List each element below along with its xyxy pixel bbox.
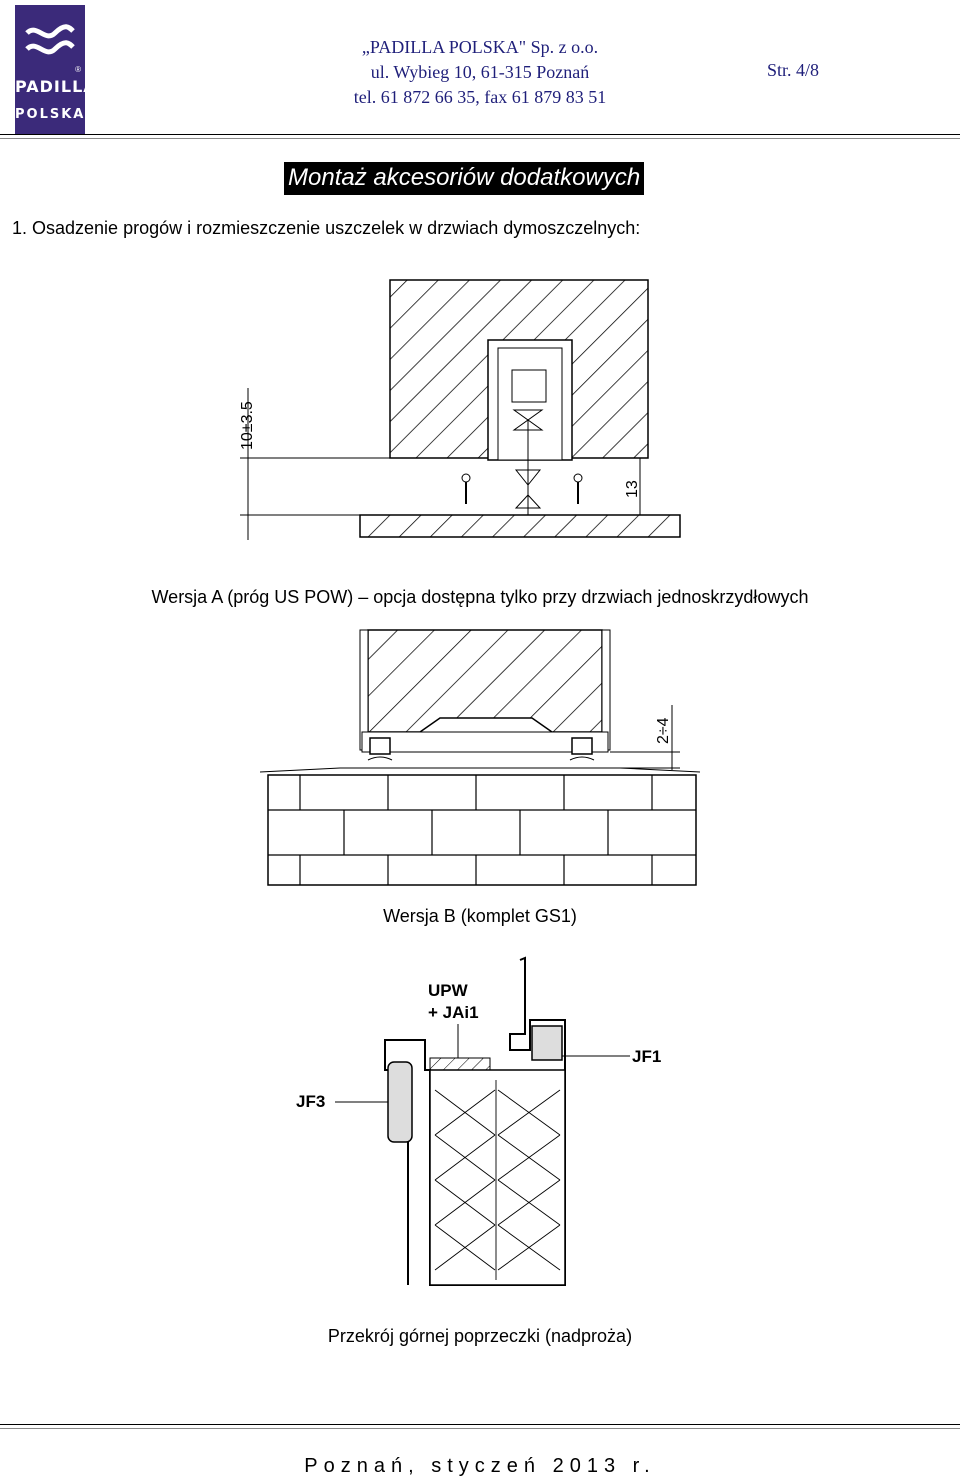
company-name: „PADILLA POLSKA" Sp. z o.o. bbox=[361, 37, 599, 57]
label-jf1: JF1 bbox=[632, 1047, 661, 1066]
figure-b-drawing: 2÷4 bbox=[260, 629, 701, 886]
page-number: Str. 4/8 bbox=[767, 60, 820, 80]
figure-c-caption: Przekrój górnej poprzeczki (nadproża) bbox=[327, 1326, 633, 1346]
footer-divider-thin bbox=[0, 1428, 960, 1429]
registered-mark: ® bbox=[75, 65, 81, 74]
footer-divider bbox=[0, 1424, 960, 1425]
footer-text: Poznań, styczeń 2013 r. bbox=[304, 1455, 656, 1477]
company-address: ul. Wybieg 10, 61-315 Poznań bbox=[370, 62, 590, 82]
label-jf3: JF3 bbox=[296, 1092, 325, 1111]
wave-icon bbox=[25, 24, 75, 55]
header-divider bbox=[0, 134, 960, 135]
company-logo: ® PADILLA POLSKA bbox=[15, 5, 97, 135]
figure-a-caption: Wersja A (próg US POW) – opcja dostępna … bbox=[151, 587, 809, 607]
dimension-label-left: 10±3.5 bbox=[239, 401, 256, 450]
dimension-label-b: 2÷4 bbox=[655, 717, 672, 744]
figure-b-caption: Wersja B (komplet GS1) bbox=[383, 906, 577, 926]
screw-icon bbox=[573, 473, 583, 504]
company-info: „PADILLA POLSKA" Sp. z o.o. ul. Wybieg 1… bbox=[300, 35, 660, 110]
figure-c-drawing: UPW + JAi1 JF1 JF3 bbox=[296, 956, 661, 1286]
label-jai1: + JAi1 bbox=[428, 1003, 479, 1022]
label-upw: UPW bbox=[428, 981, 469, 1000]
screw-icon bbox=[461, 473, 471, 504]
section-subtitle: 1. Osadzenie progów i rozmieszczenie usz… bbox=[12, 218, 641, 238]
logo-text-polska: POLSKA bbox=[15, 107, 86, 122]
figure-a-drawing: 10±3.5 13 bbox=[239, 279, 681, 540]
company-phone: tel. 61 872 66 35, fax 61 879 83 51 bbox=[353, 87, 607, 107]
dimension-label-right: 13 bbox=[624, 480, 641, 498]
header-divider-thin bbox=[0, 138, 960, 139]
section-title: Montaż akcesoriów dodatkowych bbox=[284, 162, 645, 195]
logo-text-padilla: PADILLA bbox=[15, 77, 97, 96]
